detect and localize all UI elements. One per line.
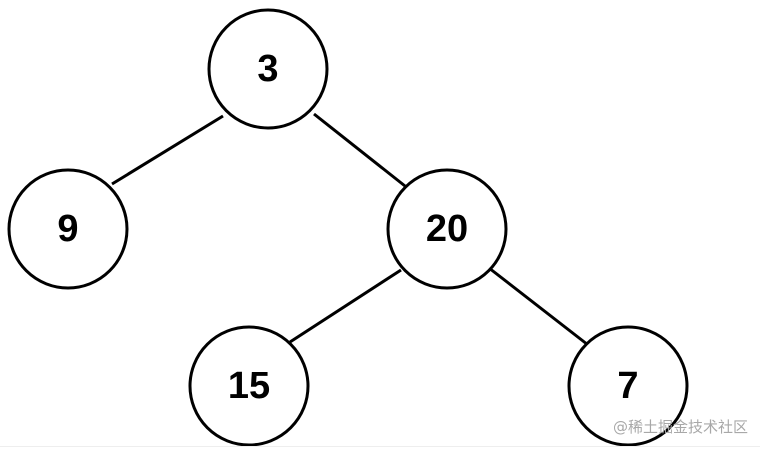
node-circle-7 [567, 325, 689, 447]
node-circle-9 [7, 168, 129, 290]
edge-3-to-9 [111, 114, 224, 186]
tree-edges [111, 112, 593, 350]
node-circle-3 [207, 8, 329, 130]
node-label-9: 9 [57, 208, 78, 250]
tree-node-15: 15 [188, 325, 310, 447]
edge-20-to-15 [289, 268, 402, 344]
node-circle-20 [386, 168, 508, 290]
watermark-text: @稀土掘金技术社区 [612, 418, 748, 436]
node-label-3: 3 [257, 48, 278, 90]
edge-3-to-20 [313, 112, 406, 188]
edge-20-to-7 [488, 266, 593, 350]
node-label-7: 7 [617, 365, 638, 407]
node-circle-15 [188, 325, 310, 447]
tree-node-7: 7 [567, 325, 689, 447]
tree-node-9: 9 [7, 168, 129, 290]
tree-nodes: 3 9 20 15 7 [7, 8, 689, 447]
tree-node-20: 20 [386, 168, 508, 290]
node-label-20: 20 [426, 208, 468, 250]
bottom-divider [0, 446, 760, 447]
node-label-15: 15 [228, 365, 270, 407]
tree-node-3: 3 [207, 8, 329, 130]
